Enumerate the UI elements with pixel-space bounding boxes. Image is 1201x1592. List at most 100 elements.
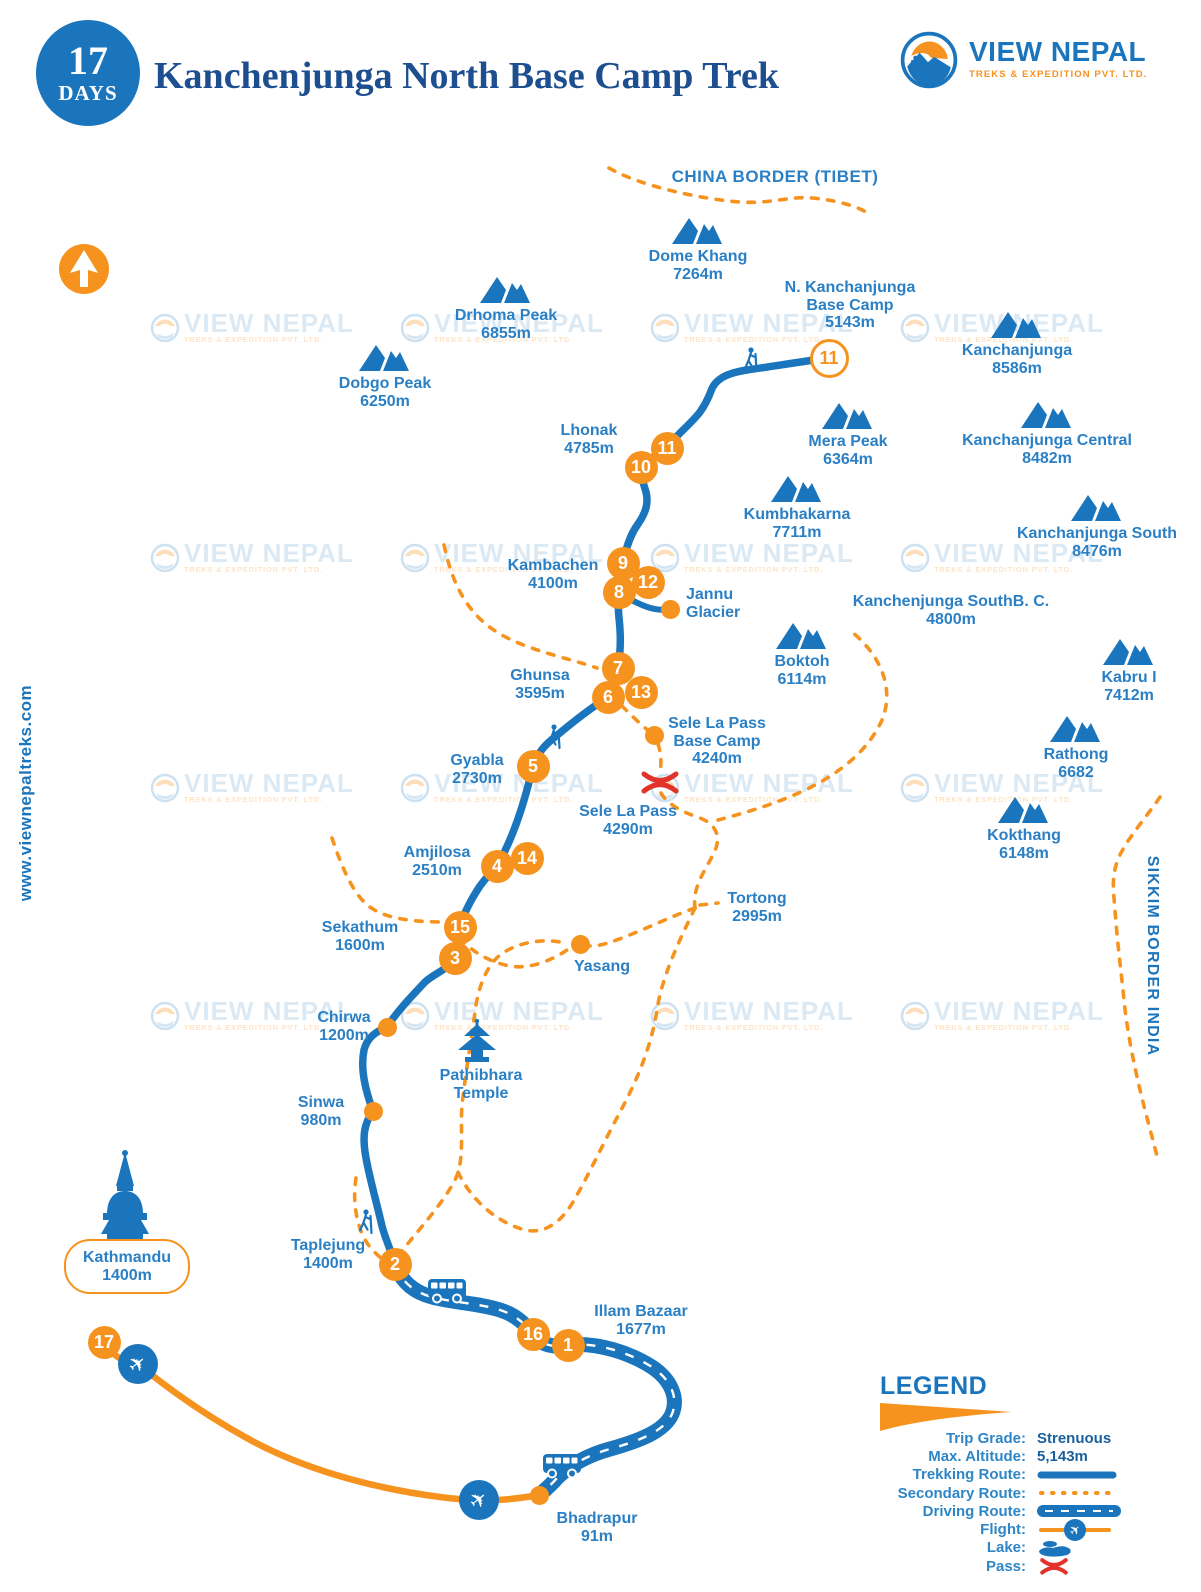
sele-la-pass-marker <box>640 767 680 802</box>
secondary-route-taplejung-north <box>352 1176 383 1260</box>
peak-elevation: 6148m <box>999 844 1049 862</box>
place-label-line: 4240m <box>692 750 742 767</box>
kathmandu-elevation: 1400m <box>102 1266 152 1284</box>
legend-row-label: Trekking Route: <box>912 1466 1026 1484</box>
peak-label: Dobgo Peak 6250m <box>339 375 431 410</box>
day-stop-17: 17 <box>87 1325 121 1359</box>
day-stop-5: 5 <box>516 749 550 783</box>
hiker-icon <box>743 347 758 373</box>
stop-number: 5 <box>527 755 538 776</box>
brand-tagline: TREKS & EXPEDITION PVT. LTD. <box>969 69 1148 80</box>
stop-number: 16 <box>522 1323 544 1344</box>
bus-icon <box>543 1454 581 1479</box>
secondary-route-junction-south <box>456 906 697 1233</box>
peak-name: Mera Peak <box>808 433 888 450</box>
stupa-icon <box>101 1150 149 1239</box>
plane-icon: ✈ <box>464 1485 494 1515</box>
kathmandu-name: Kathmandu <box>83 1248 171 1266</box>
peak-label: Kanchanjunga 8586m <box>962 342 1072 377</box>
china-border-line <box>607 166 868 214</box>
place-label-line: Base Camp <box>806 296 894 314</box>
place-label-line: 5143m <box>825 314 875 331</box>
plane-icon: ✈ <box>123 1349 153 1379</box>
place-label-line: Temple <box>453 1084 509 1102</box>
legend-row: Trekking Route: <box>858 1466 1121 1484</box>
day-stop-14: 14 <box>510 841 544 875</box>
logo-mountain-icon <box>899 30 959 95</box>
peak-label: Kokthang 6148m <box>987 827 1061 862</box>
flight-sample: ✈ <box>1039 1518 1111 1541</box>
stop-number: 10 <box>630 456 652 477</box>
legend-row-label: Flight: <box>980 1521 1026 1539</box>
place-label-line: 2730m <box>452 769 502 787</box>
mountain-icon <box>990 309 1042 344</box>
day-stop-11-basecamp: 11 <box>809 338 849 378</box>
mountain-icon <box>1102 636 1154 671</box>
hiker-icon <box>358 1209 373 1235</box>
legend-row-label: Pass: <box>985 1557 1026 1575</box>
place-label-line: Yasang <box>573 958 631 975</box>
peak-elevation: 7412m <box>1104 686 1154 704</box>
day-stop-16: 16 <box>516 1317 550 1351</box>
secondary-route-tortong-spur <box>698 901 720 907</box>
peak-label: Kanchanjunga Central 8482m <box>962 432 1132 467</box>
peak-label: Boktoh 6114m <box>774 653 829 688</box>
legend-swoosh <box>880 1403 1121 1437</box>
legend-row: Pass: <box>858 1557 1121 1575</box>
peak-elevation: 8476m <box>1072 542 1122 560</box>
pass-sample <box>1040 1558 1068 1575</box>
peak-name: Kanchanjunga <box>961 342 1073 359</box>
place-label-line: 1200m <box>319 1026 369 1044</box>
day-stop-1: 1 <box>551 1328 585 1362</box>
mountain-icon <box>479 274 531 309</box>
place-label-line: 4785m <box>564 439 614 457</box>
legend-row: Flight: ✈ <box>858 1518 1121 1541</box>
waypoint-dot <box>644 725 664 745</box>
peak-label: Mera Peak 6364m <box>808 433 887 468</box>
waypoint-dot <box>570 934 590 954</box>
days-badge: 17 DAYS <box>36 20 140 126</box>
company-logo: VIEW NEPAL TREKS & EXPEDITION PVT. LTD. <box>899 30 1147 95</box>
mountain-glyph <box>771 476 821 502</box>
mountain-glyph <box>480 277 530 303</box>
secondary-route-taplejung-yasang <box>396 939 570 1258</box>
kathmandu-stupa <box>93 1150 157 1247</box>
stop-number: 14 <box>516 847 538 868</box>
peak-name: Drhoma Peak <box>454 307 558 324</box>
mountain-glyph <box>1071 495 1121 521</box>
peak-elevation: 6114m <box>777 670 827 688</box>
hiker-marker <box>742 347 762 378</box>
secondary-route-sekathum-west <box>330 836 452 924</box>
place-label-line: Base Camp <box>673 732 761 750</box>
place-label-line: Pathibhara <box>439 1067 523 1084</box>
brand-name: VIEW NEPAL <box>969 36 1147 67</box>
place-label-line: Sele La Pass <box>579 803 677 820</box>
mountain-icon <box>770 473 822 508</box>
peak-name: Dome Khang <box>648 248 748 265</box>
peak-elevation: 8586m <box>992 359 1042 377</box>
place-label-line: 1677m <box>616 1320 666 1338</box>
legend-rows: Trip Grade:Strenuous Max. Altitude:5,143… <box>858 1429 1121 1575</box>
mountain-icon <box>821 400 873 435</box>
peak-name: Kumbhakarna <box>743 506 851 523</box>
trekking-route-sample <box>1037 1471 1117 1479</box>
mountain-icon <box>1020 399 1072 434</box>
peak-name: Boktoh <box>774 653 830 670</box>
legend-symbol-driving <box>1037 1504 1121 1518</box>
china-border-label: CHINA BORDER (TIBET) <box>671 167 879 186</box>
hiker-marker <box>357 1209 377 1240</box>
north-arrow <box>58 243 110 300</box>
secondary-route-east-basecamp <box>716 630 889 822</box>
place-label-line: N. Kanchanjunga <box>784 279 916 296</box>
secondary-route-sample <box>1039 1491 1115 1496</box>
place-label-line: Kanchenjunga SouthB. C. <box>852 593 1050 610</box>
